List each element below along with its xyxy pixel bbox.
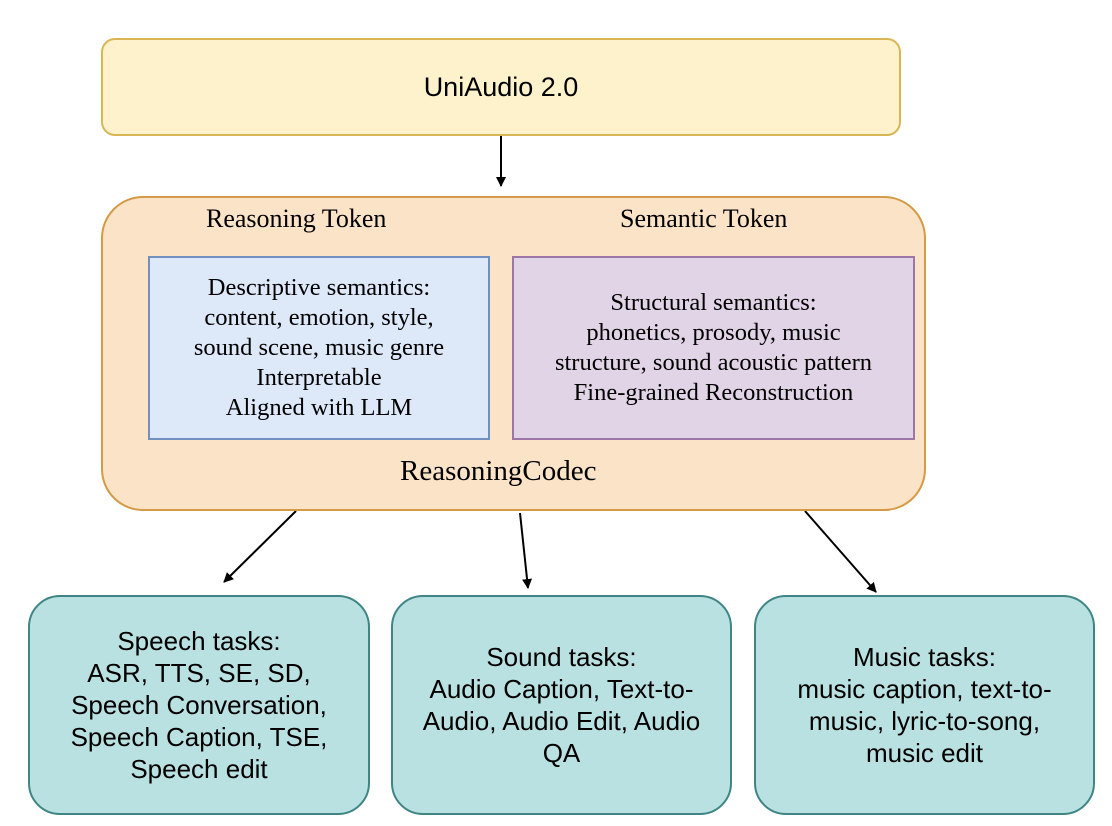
reasoning-token-box: Descriptive semantics: content, emotion,… [148,256,490,440]
sound-tasks-box: Sound tasks: Audio Caption, Text-to- Aud… [391,595,732,815]
semantic-line: Structural semantics: [610,289,817,316]
uniaudio-box: UniAudio 2.0 [101,38,901,136]
uniaudio-title: UniAudio 2.0 [423,71,579,102]
speech-task-line: ASR, TTS, SE, SD, [87,658,311,688]
sound-task-line: QA [542,738,581,768]
semantic-token-box: Structural semantics: phonetics, prosody… [512,256,915,440]
semantic-token-header: Semantic Token [620,204,788,233]
music-task-line: music caption, text-to- [797,674,1052,704]
speech-tasks-box: Speech tasks: ASR, TTS, SE, SD, Speech C… [28,595,370,815]
arrow-codec-to-music [804,510,877,593]
sound-task-line: Sound tasks: [486,642,637,672]
arrow-codec-to-sound [519,512,533,589]
music-task-line: music, lyric-to-song, [808,706,1041,736]
sound-task-line: Audio Caption, Text-to- [429,674,694,704]
music-task-line: Music tasks: [852,642,997,672]
sound-task-line: Audio, Audio Edit, Audio [422,706,701,736]
reasoning-line: Interpretable [256,364,382,391]
reasoning-line: Descriptive semantics: [207,274,431,301]
speech-task-line: Speech tasks: [117,626,281,656]
reasoning-line: Aligned with LLM [225,394,413,421]
arrow-codec-to-speech [223,510,297,583]
semantic-line: structure, sound acoustic pattern [554,349,873,376]
speech-task-line: Speech edit [130,754,268,784]
speech-task-line: Speech Conversation, [71,690,327,720]
reasoning-line: sound scene, music genre [193,334,445,361]
semantic-line: phonetics, prosody, music [586,319,841,346]
semantic-line: Fine-grained Reconstruction [573,379,854,406]
music-task-line: music edit [865,738,984,768]
reasoning-line: content, emotion, style, [204,304,434,331]
reasoning-codec-label: ReasoningCodec [400,455,597,487]
reasoning-token-header: Reasoning Token [206,204,387,233]
music-tasks-box: Music tasks: music caption, text-to- mus… [754,595,1095,815]
speech-task-line: Speech Caption, TSE, [70,722,328,752]
